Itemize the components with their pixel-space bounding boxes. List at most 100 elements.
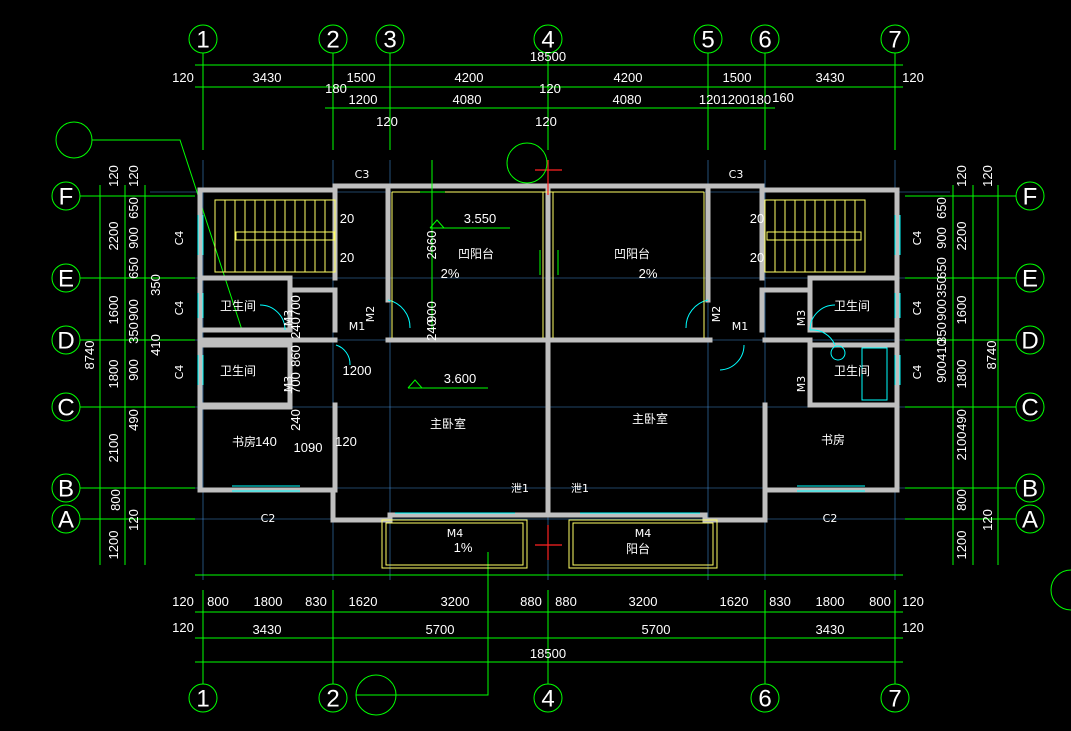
dim-text: 650 [934,197,949,219]
dim-text: 240 [424,319,439,341]
dim-text: 490 [126,409,141,431]
dim-text: 5700 [426,622,455,637]
dim-text: 1620 [349,594,378,609]
door-label: M4 [447,527,464,540]
dim-text: 1200 [106,531,121,560]
axis-bubbles-left: F E D C B A [51,121,243,534]
axis-label: F [1023,184,1038,211]
dim-text: 120 [106,165,121,187]
dim-text: 120 [376,114,398,129]
dim-text: 1200 [349,92,378,107]
room-label: 卫生间 [220,299,256,313]
dim-text: 120 [335,434,357,449]
dim-text: 18500 [530,49,566,64]
dim-text: 830 [769,594,791,609]
door-label: M3 [795,376,808,393]
dim-text: 410 [934,339,949,361]
dim-text: 4080 [453,92,482,107]
window-label: C3 [355,168,370,181]
stair-label: 20 [340,211,354,226]
level-marks [407,160,559,389]
axis-bubbles-bottom: 1 2 4 6 7 [188,552,910,716]
door-label: M3 [282,310,295,327]
dim-text: 120 [980,509,995,531]
axis-label: B [1022,476,1038,503]
room-label: 凹阳台 [458,246,494,261]
dim-text: 490 [954,409,969,431]
dim-text: 18500 [530,646,566,661]
dim-text: 1800 [106,360,121,389]
dim-text: 240 [288,317,303,339]
axis-label: 7 [888,686,901,713]
axis-label: 6 [758,686,771,713]
dim-text: 160 [772,90,794,105]
dim-text: 120 [172,70,194,85]
stair-label: 20 [340,250,354,265]
dim-text: 3200 [441,594,470,609]
dim-text: 120 [535,114,557,129]
right-dimensions: 120 650 900 650 350 900 350 410 900 490 … [934,165,999,565]
axis-label: 1 [196,686,209,713]
bottom-dimensions: 120 800 1800 830 1620 3200 880 880 3200 … [172,574,924,663]
dim-text: 3430 [253,70,282,85]
slope-label: 1% [454,540,473,555]
dim-text: 8740 [984,341,999,370]
dim-text: 2100 [954,432,969,461]
dim-text: 1200 [954,531,969,560]
door-label: M1 [732,320,749,333]
axis-label: 3 [383,27,396,54]
room-label: 书房 [821,432,845,447]
level-label: 3.600 [444,371,477,386]
window-label: C4 [173,231,186,246]
axis-label: D [1021,328,1038,355]
dim-text: 860 [288,345,303,367]
window-label: C4 [173,365,186,380]
dim-text: 1600 [106,296,121,325]
window-label: C4 [173,301,186,316]
axis-label: B [58,476,74,503]
dim-text: 3430 [816,70,845,85]
axis-label: 5 [701,27,714,54]
level-label: 3.550 [464,211,497,226]
axis-label: 4 [541,27,554,54]
dim-text: 120 [539,81,561,96]
dim-text: 830 [305,594,327,609]
door-label: M3 [795,310,808,327]
room-label: 凹阳台 [614,246,650,261]
dim-text: 2200 [954,222,969,251]
dim-text: 880 [555,594,577,609]
dim-text: 4200 [455,70,484,85]
dim-text: 1200 [343,363,372,378]
drain-label: 泄1 [511,482,529,495]
stairs-left [214,199,336,273]
axis-label: 1 [196,27,209,54]
slope-label: 2% [639,266,658,281]
dim-text: 2200 [106,222,121,251]
axis-label: F [59,184,74,211]
room-label: 书房 [232,434,256,449]
window-label: C2 [261,512,276,525]
window-label: C4 [911,301,924,316]
dim-text: 900 [934,227,949,249]
dim-text: 880 [520,594,542,609]
dim-text: 120 [902,594,924,609]
axis-label: 2 [326,27,339,54]
dim-text: 5700 [642,622,671,637]
top-dimensions: 18500 120 3430 1500 4200 4200 1500 3430 … [172,49,924,129]
dim-text: 4080 [613,92,642,107]
dim-text: 350 [934,322,949,344]
dim-text: 120 [126,509,141,531]
dim-text: 650 [126,257,141,279]
dim-text: 900 [934,299,949,321]
dim-text: 3430 [253,622,282,637]
dim-text: 2100 [106,434,121,463]
dim-text: 2660 [424,231,439,260]
windows [197,215,901,514]
axis-label: C [1021,395,1038,422]
axis-bubbles-top: 1 2 3 4 5 6 7 [188,24,910,150]
dim-text: 120 [172,594,194,609]
labels: C3 C3 C2 C2 C4 C4 C4 C4 C4 C4 M4 M4 M1 M… [173,168,924,556]
window-label: C4 [911,231,924,246]
room-label: 卫生间 [834,299,870,313]
